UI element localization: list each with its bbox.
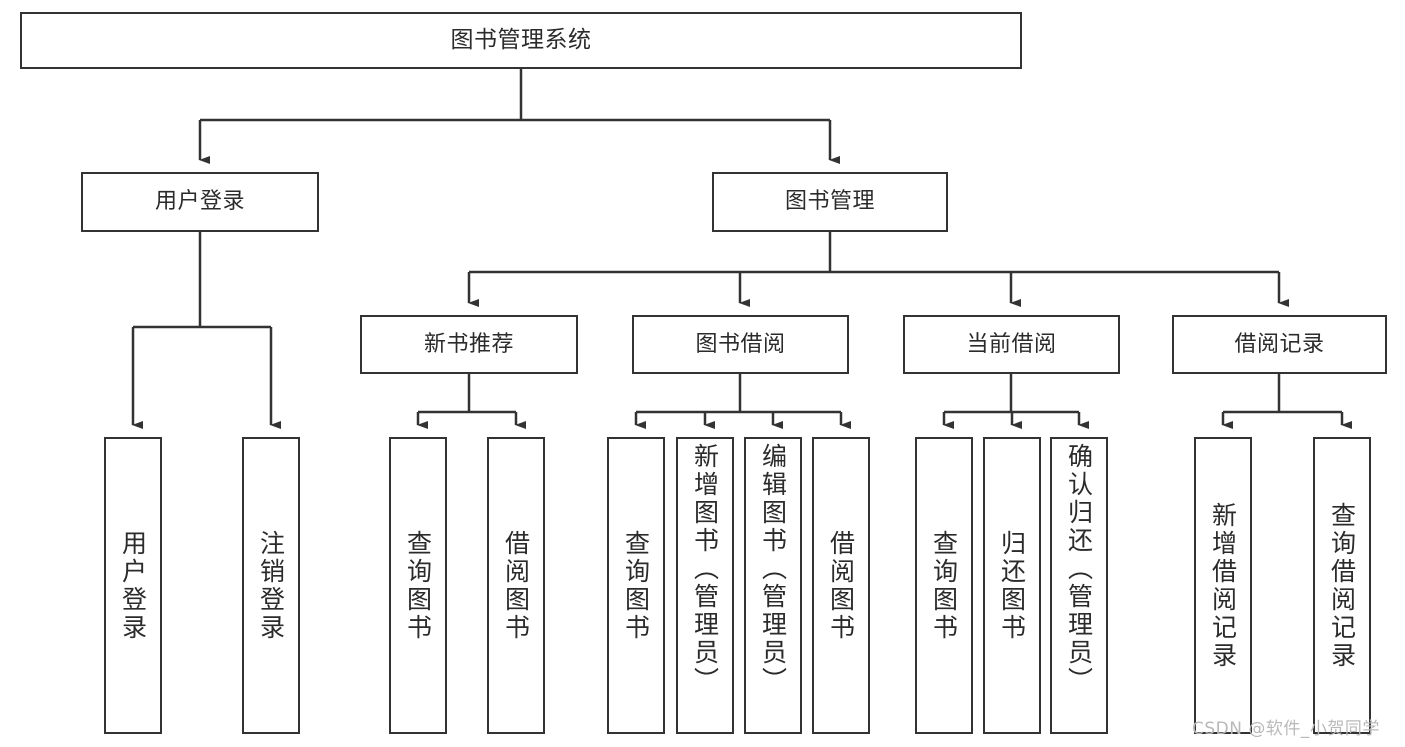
node-leaf-borrow-book-2[interactable]: 借阅图书 <box>812 437 870 734</box>
node-leaf-borrow-book-1-label: 借阅图书 <box>501 529 531 642</box>
node-new-book-rec[interactable]: 新书推荐 <box>360 315 578 374</box>
node-user-login-label: 用户登录 <box>154 189 245 215</box>
node-borrow-record[interactable]: 借阅记录 <box>1172 315 1387 374</box>
node-book-borrow[interactable]: 图书借阅 <box>632 315 849 374</box>
node-user-login[interactable]: 用户登录 <box>81 172 319 232</box>
node-current-borrow-label: 当前借阅 <box>966 331 1057 357</box>
node-leaf-return-book-label: 归还图书 <box>997 529 1027 642</box>
node-current-borrow[interactable]: 当前借阅 <box>903 315 1120 374</box>
node-root[interactable]: 图书管理系统 <box>20 12 1022 69</box>
node-leaf-return-book[interactable]: 归还图书 <box>983 437 1041 734</box>
node-borrow-record-label: 借阅记录 <box>1234 331 1325 357</box>
node-leaf-query-book-2[interactable]: 查询图书 <box>607 437 665 734</box>
node-leaf-query-book-2-label: 查询图书 <box>621 529 651 642</box>
node-leaf-confirm-return-label: 确认归还（管理员） <box>1064 443 1094 695</box>
node-root-label: 图书管理系统 <box>450 26 592 53</box>
node-new-book-rec-label: 新书推荐 <box>423 331 514 357</box>
node-leaf-add-book[interactable]: 新增图书（管理员） <box>676 437 734 734</box>
node-leaf-query-record[interactable]: 查询借阅记录 <box>1313 437 1371 734</box>
node-book-manage-label: 图书管理 <box>784 189 875 215</box>
node-leaf-add-record-label: 新增借阅记录 <box>1208 501 1238 670</box>
node-book-manage[interactable]: 图书管理 <box>712 172 948 232</box>
node-leaf-query-book-3-label: 查询图书 <box>929 529 959 642</box>
node-leaf-user-login[interactable]: 用户登录 <box>104 437 162 734</box>
node-leaf-edit-book[interactable]: 编辑图书（管理员） <box>744 437 802 734</box>
watermark: CSDN @软件_小贺同学 <box>1192 719 1380 739</box>
node-leaf-query-book-1[interactable]: 查询图书 <box>389 437 447 734</box>
node-leaf-query-record-label: 查询借阅记录 <box>1327 501 1357 670</box>
node-leaf-add-book-label: 新增图书（管理员） <box>690 443 720 695</box>
node-leaf-borrow-book-1[interactable]: 借阅图书 <box>487 437 545 734</box>
node-leaf-borrow-book-2-label: 借阅图书 <box>826 529 856 642</box>
node-leaf-logout-label: 注销登录 <box>256 529 286 642</box>
node-leaf-query-book-3[interactable]: 查询图书 <box>915 437 973 734</box>
node-leaf-logout[interactable]: 注销登录 <box>242 437 300 734</box>
node-leaf-confirm-return[interactable]: 确认归还（管理员） <box>1050 437 1108 734</box>
node-leaf-add-record[interactable]: 新增借阅记录 <box>1194 437 1252 734</box>
node-book-borrow-label: 图书借阅 <box>695 331 786 357</box>
node-leaf-edit-book-label: 编辑图书（管理员） <box>758 443 788 695</box>
node-leaf-query-book-1-label: 查询图书 <box>403 529 433 642</box>
node-leaf-user-login-label: 用户登录 <box>118 529 148 642</box>
